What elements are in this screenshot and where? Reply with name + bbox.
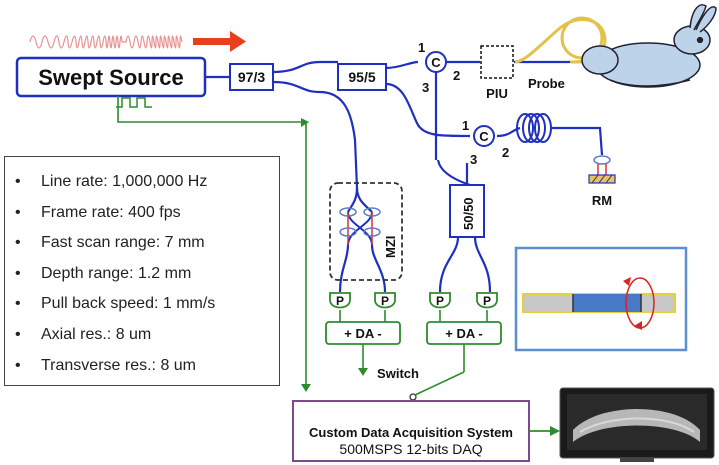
rabbit-illustration	[581, 4, 717, 88]
chirp-waveform	[29, 35, 183, 49]
spec-depth-range: Depth range: 1.2 mm	[15, 259, 279, 290]
da-left-label: + DA -	[344, 326, 381, 341]
probe-label: Probe	[528, 76, 565, 91]
trigger-arrowhead-top	[301, 118, 309, 127]
specs-panel: Line rate: 1,000,000 Hz Frame rate: 400 …	[4, 156, 280, 386]
reference-coil	[516, 113, 552, 143]
coupler-95-5	[337, 63, 387, 91]
daq-box	[292, 400, 530, 462]
circulator-bottom-port2: 2	[502, 145, 509, 160]
circulator-top-port1: 1	[418, 40, 425, 55]
circulator-top-port3: 3	[422, 80, 429, 95]
specs-list: Line rate: 1,000,000 Hz Frame rate: 400 …	[5, 157, 279, 381]
trigger-pulse	[116, 97, 152, 108]
circulator-top-label: C	[431, 55, 441, 70]
detector-p-4: P	[483, 294, 491, 308]
spec-transverse-res: Transverse res.: 8 um	[15, 351, 279, 382]
switch-label: Switch	[377, 366, 419, 381]
coupler-97-3-label: 97/3	[238, 69, 265, 85]
spec-pull-back-speed: Pull back speed: 1 mm/s	[15, 289, 279, 320]
direction-arrow	[193, 31, 246, 52]
detector-group-left: P P + DA -	[325, 292, 401, 376]
piu-box	[480, 45, 514, 79]
trigger-line	[117, 96, 307, 386]
circulator-bottom	[473, 125, 495, 147]
daq-output-arrowhead	[550, 426, 560, 436]
detector-group-right: P P + DA -	[426, 292, 502, 372]
fiber-paths	[205, 60, 604, 293]
da-right-label: + DA -	[445, 326, 482, 341]
circulator-top	[425, 51, 447, 73]
swept-source-label: Swept Source	[38, 65, 183, 90]
coupler-97-3	[229, 63, 274, 91]
daq-subtitle: 500MSPS 12-bits DAQ	[339, 441, 482, 457]
circulator-bottom-port3: 3	[470, 152, 477, 167]
catheter-inset	[514, 246, 688, 352]
mzi-interferometer	[339, 207, 381, 246]
mzi-box	[329, 182, 403, 281]
detector-p-3: P	[436, 294, 444, 308]
circulator-top-port2: 2	[453, 68, 460, 83]
spec-line-rate: Line rate: 1,000,000 Hz	[15, 167, 279, 198]
reference-mirror	[588, 155, 616, 184]
circulator-bottom-label: C	[479, 129, 489, 144]
spec-frame-rate: Frame rate: 400 fps	[15, 198, 279, 229]
spec-axial-res: Axial res.: 8 um	[15, 320, 279, 351]
coupler-50-50-label: 50/50	[461, 197, 476, 230]
detector-p-1: P	[336, 294, 344, 308]
detector-p-2: P	[381, 294, 389, 308]
daq-title: Custom Data Acquisition System	[309, 425, 513, 440]
piu-label: PIU	[486, 86, 508, 101]
trigger-arrowhead	[301, 384, 311, 392]
monitor-display	[559, 387, 715, 462]
mzi-label: MZI	[383, 236, 398, 258]
spec-fast-scan-range: Fast scan range: 7 mm	[15, 228, 279, 259]
circulator-bottom-port1: 1	[462, 118, 469, 133]
coupler-95-5-label: 95/5	[348, 69, 375, 85]
switch-lever	[414, 371, 465, 396]
rm-label: RM	[592, 193, 612, 208]
